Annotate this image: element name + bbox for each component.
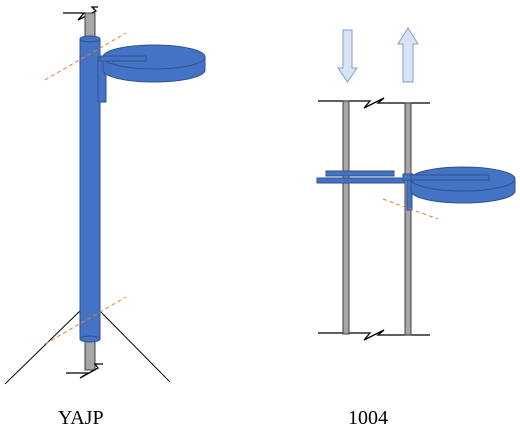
- assembly-1004: [316, 27, 516, 341]
- lower-blue-bar: [316, 177, 406, 184]
- lower-hinge-axis: [44, 296, 127, 345]
- hinge-axis-1004: [382, 198, 439, 220]
- blue-column-bottom-cap: [79, 335, 101, 343]
- disc-arm-left: [99, 55, 147, 62]
- bottom-break-line-right: [318, 329, 430, 341]
- upper-blue-bar: [325, 170, 395, 177]
- left-gray-rod: [342, 100, 350, 335]
- top-break-line-right: [318, 97, 430, 109]
- down-arrow-icon: [337, 29, 358, 83]
- bracket-drop: [406, 179, 413, 211]
- disc-arm-1004: [410, 174, 490, 181]
- blue-column-top-cap: [79, 35, 101, 43]
- guy-wire-left: [4, 307, 84, 385]
- yajp-label: YAJP: [58, 407, 104, 429]
- label-1004: 1004: [348, 407, 388, 429]
- blue-column: [79, 38, 101, 340]
- upper-hinge-axis: [44, 32, 127, 81]
- yajp-assembly: [4, 6, 206, 385]
- right-gray-rod: [404, 102, 412, 336]
- guy-wire-right: [96, 307, 171, 383]
- bottom-break-symbol-left: [66, 363, 103, 379]
- up-arrow-icon: [397, 27, 419, 83]
